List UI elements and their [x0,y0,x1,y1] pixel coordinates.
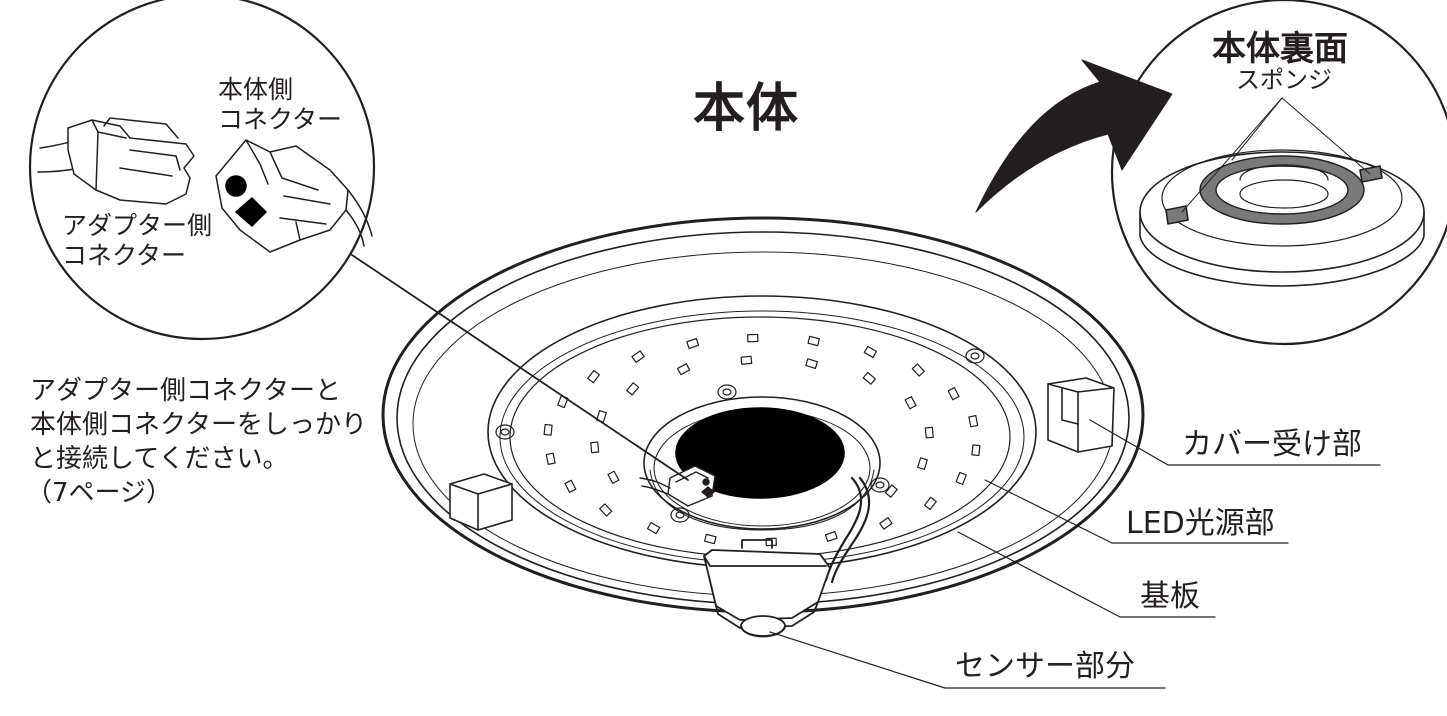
screws [495,348,985,523]
led-chip [590,441,600,454]
sensor-wire [824,476,871,584]
led-chip [626,382,640,396]
led-chip [564,479,577,493]
led-chip [607,470,620,484]
led-chip [917,457,928,471]
center-hub [643,396,881,531]
cover-holder-left [449,473,513,531]
callout-sensor: センサー部分 [955,649,1135,684]
sponge-label: スポンジ [1236,66,1332,94]
led-chip [676,363,691,376]
led-chip [884,484,898,498]
led-chip [879,517,893,530]
led-chip [911,363,925,377]
led-chip [862,371,876,385]
leader-board [957,531,1216,618]
led-chip [545,452,556,465]
connector-detail-circle [28,0,376,341]
turn-over-arrow [975,59,1173,213]
sponge-pointers [1181,97,1371,213]
led-chip [704,533,717,545]
led-chip [971,444,981,457]
instruction-line-3: と接続してください。 [30,444,289,474]
leader-led-source [984,479,1289,544]
callout-board: 基板 [1140,579,1200,614]
callout-leaders [769,419,1381,689]
cover-holder-right [1047,377,1115,453]
instruction-line-1: アダプター側コネクターと [30,376,341,406]
back-side-title: 本体裏面 [1212,29,1348,69]
led-chip [924,426,934,439]
led-chip [805,358,819,370]
led-chip [807,335,820,347]
led-chip [863,345,878,359]
leader-cover-holder [1089,419,1381,466]
led-chip [740,355,753,365]
page-title: 本体 [693,79,800,139]
led-chip [955,471,967,485]
led-chip [923,496,937,511]
instruction-line-2: 本体側コネクターをしっかり [30,410,367,440]
led-chip [747,333,759,343]
led-chip [824,530,838,543]
center-hole [675,407,845,499]
instruction-line-4: （7ページ） [26,478,173,508]
instruction-note: アダプター側コネクターと 本体側コネクターをしっかり と接続してください。 （7… [26,374,367,510]
callout-cover-holder: カバー受け部 [1182,427,1362,462]
connector-leader-line [351,254,689,481]
led-chip [646,521,661,535]
led-chip [587,369,601,384]
led-chip [904,396,917,410]
adapter-connector-label-line2: コネクター [62,241,187,270]
led-chip [543,423,553,436]
led-chip [599,503,613,517]
adapter-connector-label-line1: アダプター側 [62,211,213,240]
led-chip [968,415,979,428]
adapter-connector [37,117,195,205]
led-chip [557,395,569,409]
body-connector-label-line1: 本体側 [218,75,294,104]
leader-sensor [769,631,1166,689]
led-chip [686,337,700,350]
sensor-unit [703,539,831,638]
body-connector [639,465,716,507]
led-chip [947,387,960,401]
body-side-connector [215,139,373,253]
callout-led-source: LED光源部 [1126,506,1275,541]
led-chip [631,350,645,363]
body-connector-label-line2: コネクター [218,105,343,134]
